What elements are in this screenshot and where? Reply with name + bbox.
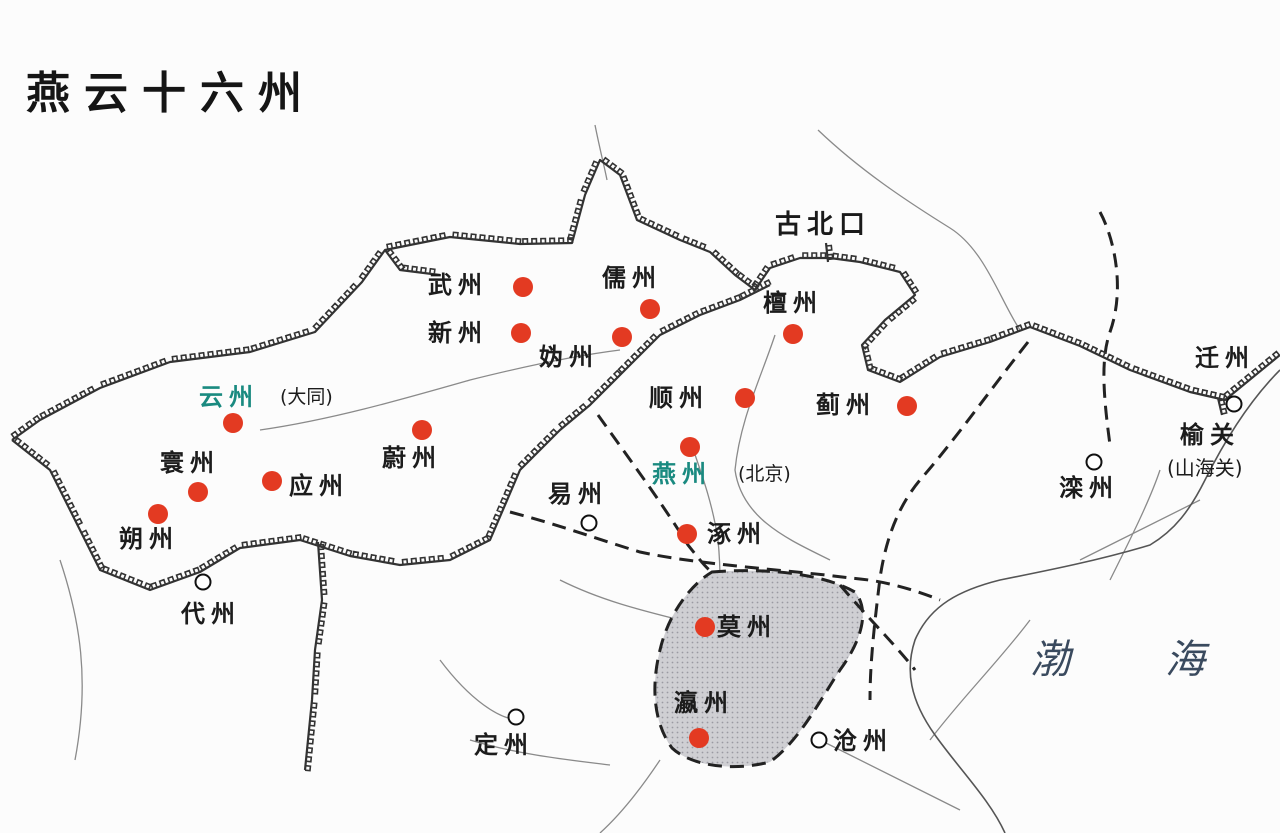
prefecture-marker-wu (513, 277, 533, 297)
river-line (469, 739, 611, 766)
city-marker-cang (810, 731, 828, 749)
label-yuguan-note: (山海关) (1167, 456, 1243, 480)
prefecture-marker-shuo (148, 504, 168, 524)
coastline (909, 369, 1280, 833)
river-line (439, 659, 521, 721)
great-wall-crenellations (1218, 398, 1228, 415)
river-line (559, 579, 681, 621)
great-wall-line (303, 541, 324, 771)
prefecture-marker-mo (695, 617, 715, 637)
great-wall-crenellations (10, 156, 1280, 439)
label-cang: 沧州 (833, 727, 893, 755)
label-wu: 武州 (428, 271, 488, 299)
boundary-line (868, 341, 1030, 701)
city-marker-luan (1085, 453, 1103, 471)
boundary-line (509, 510, 941, 602)
label-mo: 莫州 (717, 613, 777, 641)
label-gui: 妫州 (539, 343, 599, 371)
boundaries (509, 211, 1119, 701)
great-wall-merlon (1218, 398, 1228, 415)
label-ying2: 瀛州 (674, 689, 734, 717)
great-wall-crenellations (304, 543, 328, 772)
boundary-line (1098, 211, 1119, 446)
label-ji: 蓟州 (816, 391, 876, 419)
label-yan: 燕州 (652, 460, 712, 488)
prefecture-marker-gui (612, 327, 632, 347)
prefecture-marker-ying2 (689, 728, 709, 748)
great-wall-merlon (13, 279, 772, 590)
sea-label-hai: 海 (1165, 637, 1205, 683)
river-line (594, 124, 608, 181)
label-yi: 易州 (548, 480, 608, 508)
great-wall-crenellations (826, 244, 834, 261)
label-wei: 蔚州 (382, 444, 442, 472)
river-line (929, 619, 1031, 741)
river-line (259, 349, 621, 431)
label-zhuo: 涿州 (707, 520, 767, 548)
label-gubeikou: 古北口 (775, 210, 872, 240)
prefecture-marker-ying (262, 471, 282, 491)
label-xin: 新州 (428, 319, 488, 347)
label-huan: 寰州 (160, 449, 220, 477)
river-line (599, 759, 661, 833)
river-line (817, 129, 1021, 331)
shaded-region (653, 569, 865, 769)
great-wall-merlon (826, 244, 834, 261)
label-dai: 代州 (181, 600, 241, 628)
prefecture-marker-shun (735, 388, 755, 408)
river-line (734, 334, 831, 561)
great-wall-line (1216, 397, 1224, 416)
prefecture-marker-xin (511, 323, 531, 343)
prefecture-marker-zhuo (677, 524, 697, 544)
sea-label-bo: 渤 (1030, 637, 1070, 683)
prefecture-marker-yan (680, 437, 700, 457)
label-ru: 儒州 (602, 264, 662, 292)
great-wall-line (11, 284, 771, 592)
label-shun: 顺州 (649, 384, 709, 412)
river-line (59, 559, 83, 761)
map-title: 燕云十六州 (26, 68, 316, 119)
city-marker-dai (194, 573, 212, 591)
prefecture-marker-ji (897, 396, 917, 416)
markers (148, 277, 1243, 749)
great-wall-merlon (386, 248, 436, 275)
prefecture-marker-ru (640, 299, 660, 319)
prefecture-marker-huan (188, 482, 208, 502)
city-marker-ding (507, 708, 525, 726)
river-line (1079, 499, 1201, 561)
great-wall-crenellations (13, 279, 772, 590)
label-yuguan: 榆关 (1180, 421, 1240, 449)
great-wall-crenellations (386, 248, 436, 275)
label-yun: 云州 (199, 383, 259, 411)
label-shuo: 朔州 (119, 525, 179, 553)
river-line (1109, 469, 1161, 581)
city-marker-qian (1225, 395, 1243, 413)
label-yun-note: (大同) (280, 386, 333, 408)
prefecture-marker-yun (223, 413, 243, 433)
prefecture-marker-tan (783, 324, 803, 344)
label-qian: 迁州 (1195, 344, 1255, 372)
great-wall (10, 156, 1280, 772)
label-ying: 应州 (289, 472, 349, 500)
city-marker-yi (580, 514, 598, 532)
rivers (59, 124, 1201, 833)
label-tan: 檀州 (763, 289, 823, 317)
label-luan: 滦州 (1059, 474, 1119, 502)
label-yan-note: (北京) (738, 463, 791, 485)
great-wall-merlon (304, 543, 328, 772)
prefecture-marker-wei (412, 420, 432, 440)
great-wall-merlon (10, 156, 1280, 439)
river-line (819, 739, 961, 811)
label-ding: 定州 (474, 731, 534, 759)
